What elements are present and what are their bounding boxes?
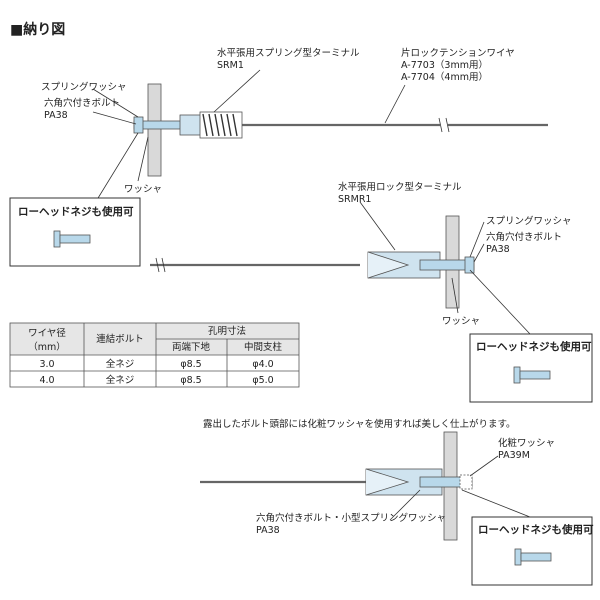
spec-table: ワイヤ径 （mm） 連結ボルト 孔明寸法 両端下地 中間支柱 3.0 全ネジ φ… [9, 322, 300, 388]
lowhead-box-1: ローヘッドネジも使用可 [9, 197, 141, 267]
lowhead-text-3: ローヘッドネジも使用可 [478, 523, 594, 536]
col-wire: ワイヤ径 [28, 327, 66, 339]
row1-middle: φ4.0 [252, 359, 273, 370]
row2-middle: φ5.0 [252, 375, 273, 386]
wire-label: 片ロックテンションワイヤ [401, 47, 515, 59]
washer-label-1: ワッシャ [124, 184, 162, 195]
lowhead-text-1: ローヘッドネジも使用可 [18, 205, 134, 218]
leader-bolt-3 [389, 489, 421, 521]
row2-bolt: 全ネジ [106, 374, 135, 386]
bolt-head-1 [133, 116, 144, 134]
spring-coil-1 [199, 111, 243, 139]
spring-washer-label-1: スプリングワッシャ [41, 81, 127, 93]
lock-wedge-3 [365, 468, 410, 496]
washer-label-2: ワッシャ [442, 316, 480, 327]
lowhead-screw-shaft-3 [520, 552, 552, 562]
col-middle: 中間支柱 [244, 341, 283, 353]
wire-model-3mm: A-7703（3mm用） [401, 59, 488, 71]
bolt-model-1: PA38 [44, 110, 68, 121]
leader-lowhead-3 [461, 489, 531, 518]
srmr1-label: 水平張用ロック型ターミナル [338, 181, 462, 193]
bolt-head-2 [464, 256, 475, 274]
bolt-label-1: 六角穴付きボルト [44, 97, 120, 109]
bolt-model-2: PA38 [486, 244, 510, 255]
lowhead-screw-icon [53, 230, 91, 248]
lowhead-screw-head-3 [514, 548, 522, 566]
leader-lowhead-1 [94, 132, 139, 204]
leader-lowhead-2 [469, 269, 531, 335]
page-title: ■納り図 [10, 21, 65, 38]
leader-wire [384, 84, 406, 124]
srm1-label: 水平張用スプリング型ターミナル [217, 47, 360, 59]
row1-wire: 3.0 [39, 359, 54, 370]
row1-bolt: 全ネジ [106, 358, 135, 370]
wire-break-2 [155, 257, 166, 273]
cosmetic-assembly [200, 431, 531, 541]
leader-srmr1 [359, 201, 396, 251]
row2-wire: 4.0 [39, 375, 54, 386]
wire-break-1 [438, 117, 450, 133]
bolt-label-2: 六角穴付きボルト [486, 231, 562, 243]
col-hole: 孔明寸法 [208, 325, 246, 337]
bolt-model-3: PA38 [256, 525, 280, 536]
leader-spring-washer-1 [92, 88, 139, 118]
col-wire-unit: （mm） [28, 341, 66, 353]
cosmetic-label: 化粧ワッシャ [498, 437, 555, 449]
bolt-label-3: 六角穴付きボルト・小型スプリングワッシャ [256, 512, 446, 524]
col-bolt: 連結ボルト [96, 333, 144, 345]
table-head-bolt [84, 323, 156, 355]
lowhead-box-2: ローヘッドネジも使用可 [469, 333, 593, 403]
srm1-model: SRM1 [217, 60, 244, 71]
cosmetic-washer [459, 474, 473, 490]
terminal-sleeve-1 [179, 114, 203, 136]
lowhead-box-3: ローヘッドネジも使用可 [471, 516, 594, 586]
leader-spring-washer-2 [469, 221, 485, 258]
leader-washer-2 [451, 277, 459, 314]
lowhead-screw-shaft-2 [519, 370, 551, 380]
leader-srm1 [213, 69, 261, 113]
lock-wedge-2 [367, 251, 410, 279]
cosmetic-note: 露出したボルト頭部には化粧ワッシャを使用すれば美しく仕上がります。 [203, 418, 516, 430]
lowhead-screw-head-2 [513, 366, 521, 384]
wire-model-4mm: A-7704（4mm用） [401, 71, 488, 83]
srmr1-model: SRMR1 [338, 194, 371, 205]
leader-washer-1 [137, 136, 149, 182]
leader-cosmetic [469, 455, 499, 477]
srmr1-assembly [150, 201, 531, 335]
wall-section-1 [147, 83, 162, 177]
leader-bolt-1 [92, 111, 137, 125]
row1-both: φ8.5 [180, 359, 201, 370]
lowhead-text-2: ローヘッドネジも使用可 [476, 340, 592, 353]
srm1-assembly [92, 69, 548, 204]
col-both: 両端下地 [172, 341, 211, 353]
cosmetic-model: PA39M [498, 450, 530, 461]
leader-bolt-2 [473, 243, 485, 263]
row2-both: φ8.5 [180, 375, 201, 386]
spring-washer-label-2: スプリングワッシャ [486, 215, 572, 227]
